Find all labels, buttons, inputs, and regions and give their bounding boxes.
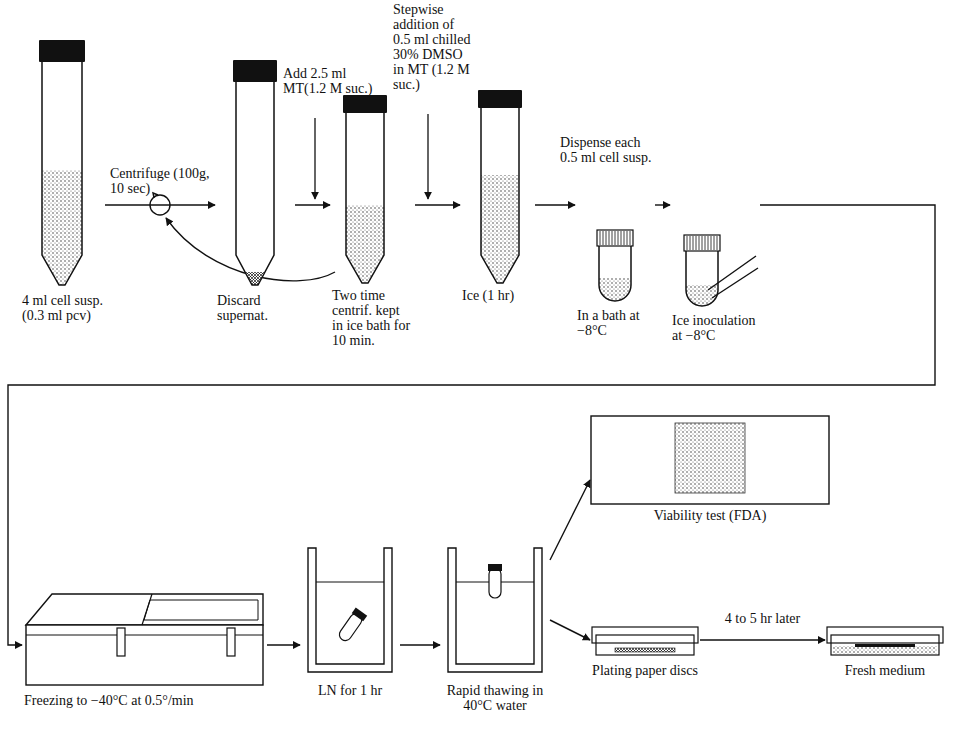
flow-arrow	[267, 644, 300, 645]
step-caption: Fresh medium	[825, 660, 945, 678]
culture-tube-drawing	[460, 90, 535, 285]
step-caption: Plating paper discs	[590, 660, 700, 678]
culture-tube: 4 ml cell susp. (0.3 ml pcv)	[20, 40, 105, 323]
step-caption: Ice (1 hr)	[460, 285, 535, 303]
return-arrow	[166, 218, 335, 281]
liquid-nitrogen-dewar: LN for 1 hr	[300, 540, 400, 698]
cryo-vial-drawing	[670, 190, 760, 310]
addition-arrow	[427, 114, 428, 199]
step-caption: LN for 1 hr	[300, 680, 400, 698]
flow-arrow	[550, 620, 590, 640]
flow-arrow	[550, 480, 590, 560]
step-caption: Discard supernat.	[215, 290, 295, 323]
culture-tube-drawing	[20, 40, 105, 290]
centrifuge-symbol	[150, 193, 170, 215]
flow-arrow	[295, 204, 330, 205]
microscope-slide-drawing	[590, 415, 830, 505]
flow-arrow	[105, 204, 215, 205]
cryo-vial-drawing	[575, 190, 655, 305]
petri-dish: Plating paper discs	[590, 615, 700, 678]
step-caption: 4 ml cell susp. (0.3 ml pcv)	[20, 290, 105, 323]
culture-tube: Ice (1 hr)	[460, 90, 535, 303]
flow-arrow	[415, 204, 460, 205]
step-caption: In a bath at −8°C	[575, 305, 655, 338]
flow-arrow	[700, 639, 825, 640]
microscope-slide: Viability test (FDA)	[590, 415, 830, 523]
water-bath-drawing	[440, 540, 550, 680]
step-note: Centrifuge (100g, 10 sec)	[110, 166, 215, 196]
flow-arrow	[400, 644, 440, 645]
liquid-nitrogen-dewar-drawing	[300, 540, 400, 680]
programmed-freezer: Freezing to −40°C at 0.5°/min	[22, 580, 267, 708]
step-caption: Rapid thawing in 40°C water	[440, 680, 550, 713]
flow-arrow	[8, 205, 935, 645]
cryo-vial: Ice inoculation at −8°C	[670, 190, 760, 343]
step-caption: Freezing to −40°C at 0.5°/min	[22, 690, 267, 708]
petri-dish-drawing	[590, 615, 700, 660]
step-caption: Ice inoculation at −8°C	[670, 310, 760, 343]
step-caption: Two time centrif. kept in ice bath for 1…	[330, 285, 415, 348]
edge-label: 4 to 5 hr later	[723, 611, 802, 626]
programmed-freezer-drawing	[22, 580, 267, 690]
step-caption: Viability test (FDA)	[590, 505, 830, 523]
petri-dish: Fresh medium	[825, 615, 945, 678]
water-bath: Rapid thawing in 40°C water	[440, 540, 550, 713]
step-note: Stepwise addition of 0.5 ml chilled 30% …	[393, 2, 475, 92]
step-note: Dispense each 0.5 ml cell susp.	[560, 135, 660, 165]
petri-dish-drawing	[825, 615, 945, 660]
step-note: Add 2.5 ml MT(1.2 M suc.)	[283, 66, 378, 96]
flow-arrow	[655, 204, 670, 205]
culture-tube-drawing	[330, 95, 415, 285]
culture-tube: Two time centrif. kept in ice bath for 1…	[330, 95, 415, 348]
cryo-vial: In a bath at −8°C	[575, 190, 655, 338]
addition-arrow	[314, 118, 315, 199]
flow-arrow	[535, 204, 575, 205]
